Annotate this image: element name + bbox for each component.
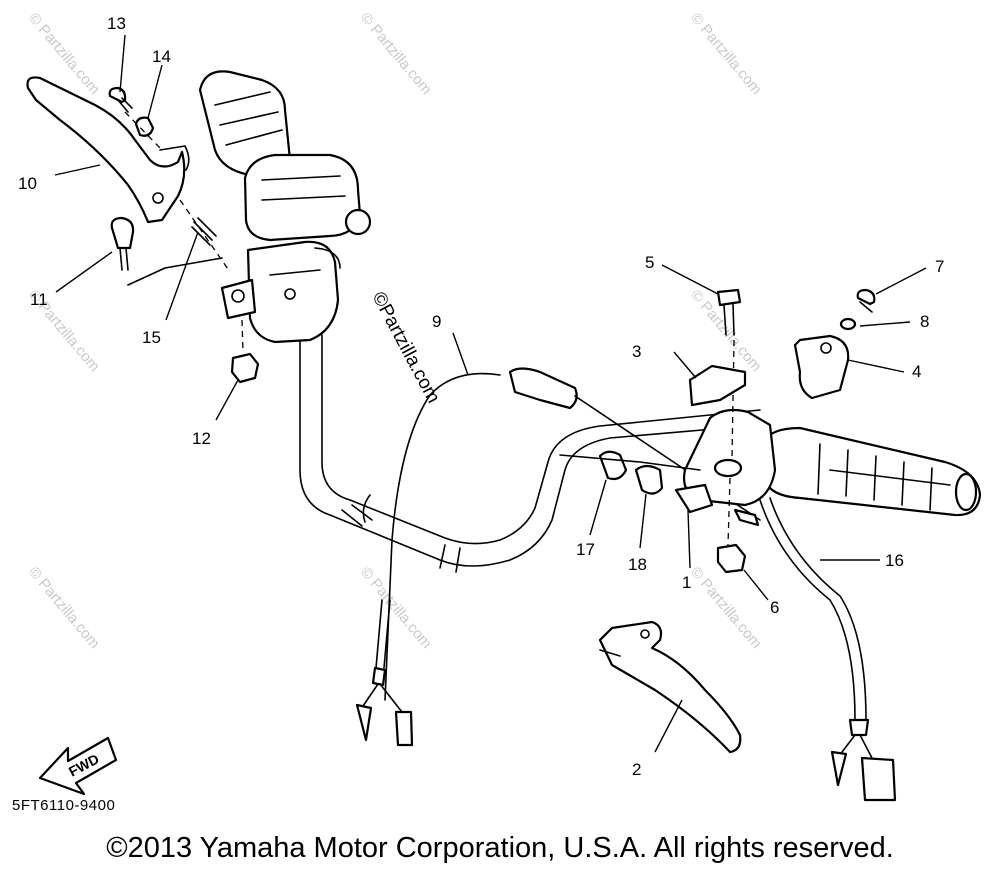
left-small-hardware — [108, 86, 163, 151]
callout-2: 2 — [632, 760, 641, 779]
callout-12: 12 — [192, 429, 211, 448]
left-nut — [230, 352, 260, 384]
callout-16: 16 — [885, 551, 904, 570]
callout-7: 7 — [935, 257, 944, 276]
center-watermark: ©Partzilla.com — [368, 288, 444, 406]
right-grip — [760, 426, 982, 517]
watermark: © Partzilla.com — [687, 564, 765, 652]
callout-17: 17 — [576, 540, 595, 559]
watermark: © Partzilla.com — [357, 564, 435, 652]
callout-18: 18 — [628, 555, 647, 574]
left-lever-holder — [220, 240, 341, 344]
cable-clamps — [559, 450, 701, 495]
callout-1: 1 — [682, 573, 691, 592]
fwd-arrow: FWD — [38, 736, 118, 796]
right-hardware — [688, 288, 876, 574]
callout-10: 10 — [18, 174, 37, 193]
right-lever — [598, 620, 742, 754]
callout-3: 3 — [632, 342, 641, 361]
callout-4: 4 — [912, 362, 921, 381]
callout-14: 14 — [152, 47, 171, 66]
left-grip-assembly — [198, 70, 372, 242]
callout-5: 5 — [645, 253, 654, 272]
pivot-bolt-and-spring — [110, 199, 244, 353]
left-lever — [26, 76, 190, 224]
leader-lines — [54, 34, 927, 753]
callout-11: 11 — [30, 290, 48, 309]
callout-6: 6 — [770, 598, 779, 617]
watermark: © Partzilla.com — [25, 564, 103, 652]
switch-cable — [759, 497, 897, 802]
callout-labels: 1 2 3 4 5 6 7 8 9 10 11 12 13 14 15 16 1… — [18, 14, 944, 779]
callout-9: 9 — [432, 312, 441, 331]
watermark: © Partzilla.com — [357, 10, 435, 98]
copyright-notice: ©2013 Yamaha Motor Corporation, U.S.A. A… — [106, 832, 894, 864]
part-code: 5FT6110-9400 — [12, 797, 116, 814]
right-lever-holder — [674, 339, 777, 546]
callout-15: 15 — [142, 328, 161, 347]
callout-8: 8 — [920, 312, 929, 331]
watermark: © Partzilla.com — [687, 10, 765, 98]
callout-13: 13 — [107, 14, 126, 33]
